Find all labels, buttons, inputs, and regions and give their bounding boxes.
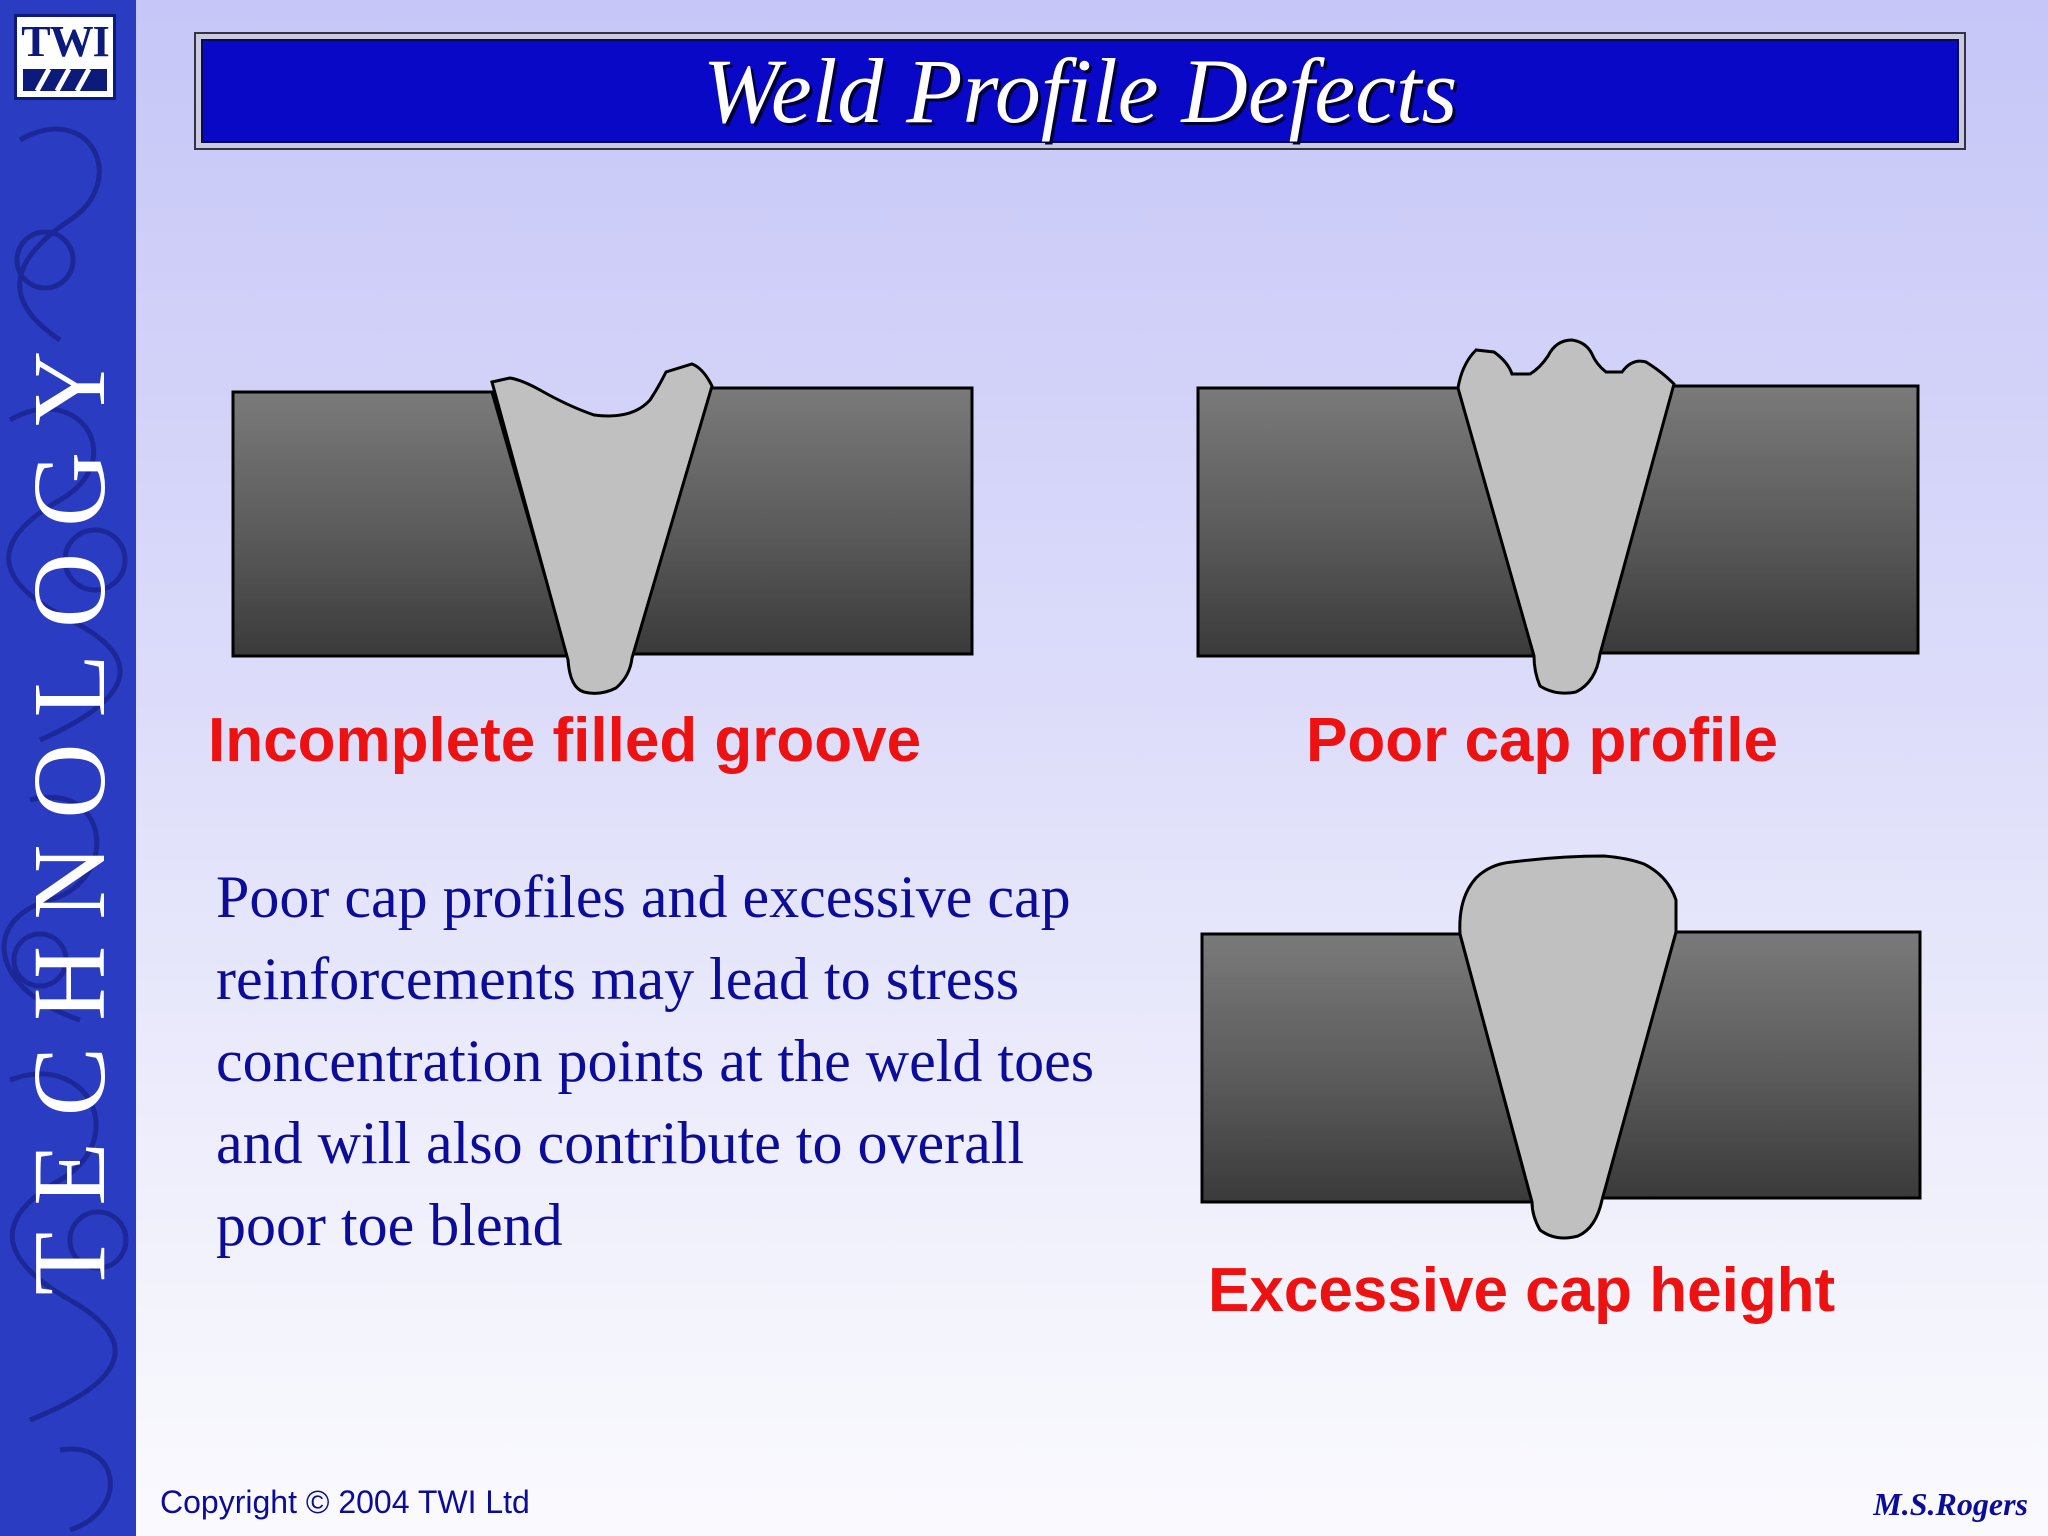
- caption-excessive-cap-height: Excessive cap height: [1208, 1256, 1836, 1325]
- author-text: M.S.Rogers: [1873, 1486, 2028, 1522]
- caption-incomplete-filled-groove: Incomplete filled groove: [208, 706, 922, 775]
- swirl-pattern-decoration: [1, 126, 129, 1533]
- logo-text: TWI: [21, 17, 109, 66]
- weld-metal: [1458, 854, 1678, 1240]
- title-bar: Weld Profile Defects: [194, 32, 1966, 150]
- caption-poor-cap-profile: Poor cap profile: [1306, 706, 1778, 775]
- weld-metal: [490, 362, 714, 695]
- weld-metal: [1456, 338, 1676, 695]
- diagram-excessive-cap-height: [1200, 854, 1922, 1240]
- logo-stripes: [23, 69, 107, 91]
- diagram-incomplete-filled-groove: [231, 362, 974, 695]
- slide-title: Weld Profile Defects: [702, 40, 1458, 142]
- title-inner: Weld Profile Defects: [201, 39, 1959, 143]
- twi-logo: TWI: [14, 14, 116, 100]
- copyright-text: Copyright © 2004 TWI Ltd: [160, 1484, 530, 1520]
- explanation-text: Poor cap profiles and excessive cap rein…: [216, 864, 1095, 1258]
- diagram-poor-cap-profile: [1196, 338, 1920, 695]
- sidebar: TWI TECHNOLOGY: [0, 0, 136, 1536]
